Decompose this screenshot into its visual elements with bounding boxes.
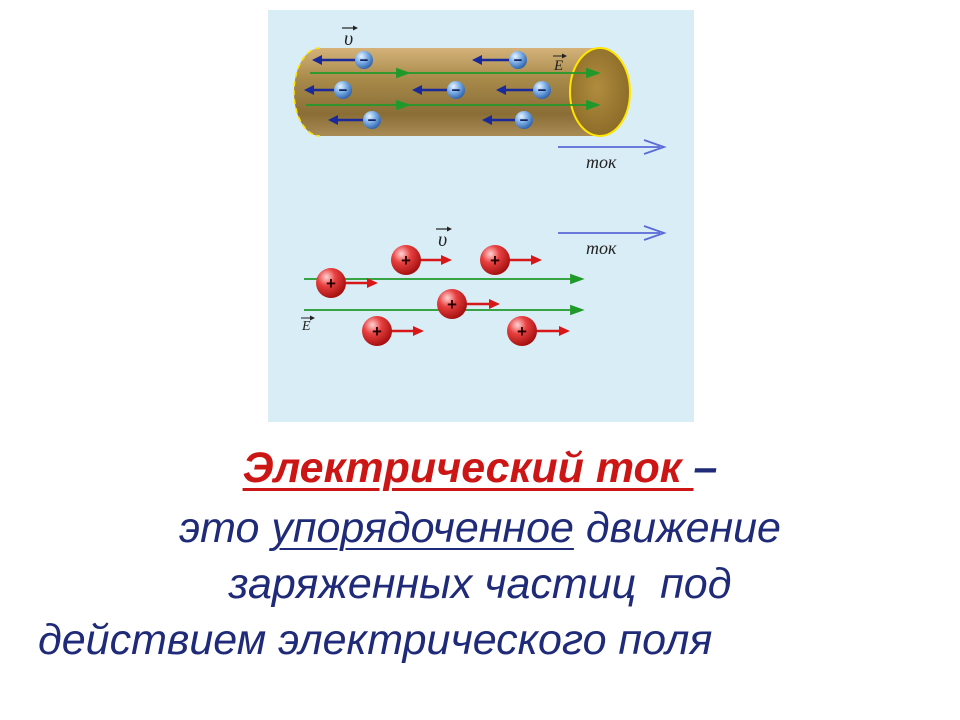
positive-ion: + — [480, 245, 542, 275]
ions-field-label: E — [301, 319, 311, 334]
svg-text:−: − — [339, 82, 348, 99]
conductor-field-lines — [306, 67, 601, 111]
svg-text:+: + — [517, 322, 527, 341]
positive-ion: + — [437, 289, 500, 319]
conductor-diagram: υ E − − − — [293, 25, 667, 172]
definition-line-2-start: это — [179, 504, 272, 552]
figure-svg: υ E − − − — [293, 25, 667, 346]
ions-velocity-label: υ — [438, 229, 447, 251]
ions-diagram: ток υ E + — [301, 225, 667, 346]
svg-text:+: + — [326, 274, 336, 293]
definition-line-2: это упорядоченное движение — [0, 500, 960, 556]
definition-keyword: упорядоченное — [271, 504, 574, 552]
conductor-field-label: E — [553, 58, 563, 74]
conductor-current-label: ток — [586, 152, 617, 172]
positive-ion: + — [507, 316, 570, 346]
svg-text:+: + — [490, 251, 500, 270]
electron: − — [482, 111, 533, 129]
conductor-velocity-label: υ — [344, 28, 353, 50]
electron: − — [472, 51, 527, 69]
definition-line-4: действием электрического поля — [38, 616, 713, 664]
definition-heading: Электрический ток – — [0, 440, 960, 496]
svg-text:−: − — [368, 112, 377, 129]
definition-dash: – — [693, 444, 718, 492]
svg-text:−: − — [514, 52, 523, 69]
definition-line-2-end: движение — [573, 504, 781, 552]
electron: − — [312, 51, 373, 69]
ions-current-label: ток — [586, 238, 617, 258]
svg-text:+: + — [372, 322, 382, 341]
physics-figure: υ E − − − — [268, 10, 694, 422]
svg-text:−: − — [452, 82, 461, 99]
electron: − — [496, 81, 551, 99]
positive-ion: + — [316, 268, 378, 298]
electron: − — [412, 81, 465, 99]
conductor-end-face — [569, 47, 631, 137]
svg-text:−: − — [538, 82, 547, 99]
svg-text:+: + — [401, 251, 411, 270]
svg-text:−: − — [520, 112, 529, 129]
svg-text:+: + — [447, 295, 457, 314]
ions-current-arrow — [558, 225, 667, 241]
svg-text:−: − — [360, 52, 369, 69]
definition-line-3: заряженных частиц под — [228, 560, 732, 608]
conductor-current-arrow — [558, 139, 667, 155]
positive-ion: + — [391, 245, 452, 275]
definition-term: Электрический ток — [242, 444, 694, 492]
electron: − — [304, 81, 352, 99]
electron: − — [328, 111, 381, 129]
positive-ion: + — [362, 316, 424, 346]
conductor-cut-outline — [293, 47, 321, 137]
